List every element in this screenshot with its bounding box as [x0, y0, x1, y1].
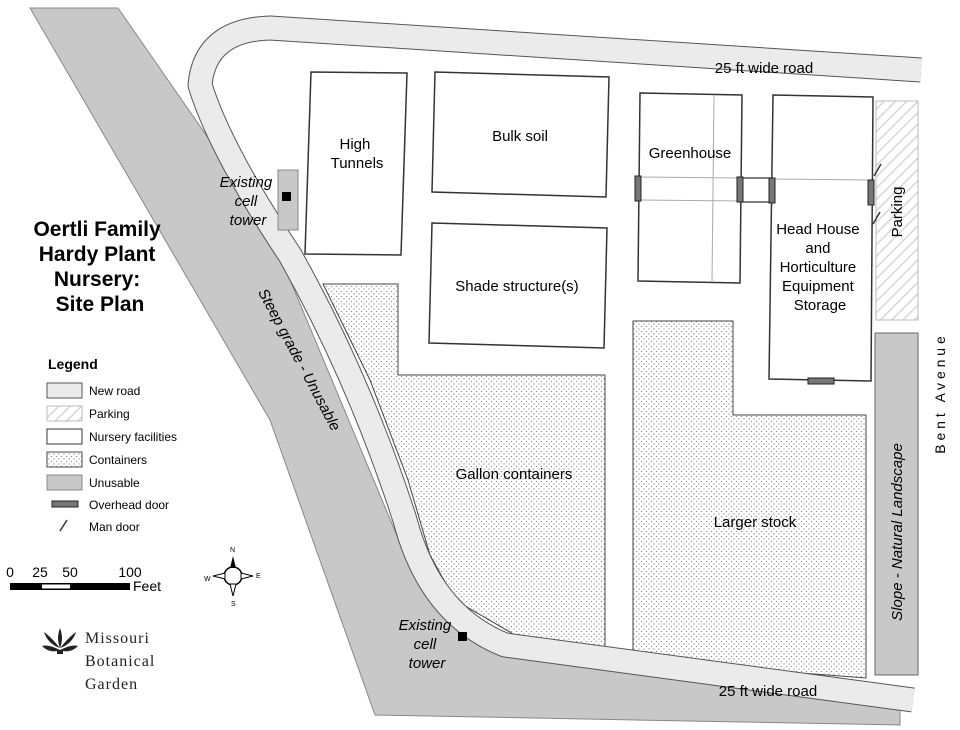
compass-s: S [231, 601, 236, 608]
legend-swatch-containers [46, 451, 83, 468]
compass-w: W [204, 576, 211, 583]
legend-heading: Legend [48, 356, 98, 372]
legend-swatch-facilities [46, 428, 83, 445]
bottom-road-label: 25 ft wide road [719, 683, 817, 700]
lower-tower-line3: tower [409, 655, 447, 672]
scale-tick-25: 25 [32, 564, 48, 580]
legend-swatch-overhead-door [51, 500, 79, 508]
upper-tower-line1: Existing [220, 174, 273, 191]
title-line1: Oertli Family [33, 218, 161, 241]
bent-avenue-label: B e n t A v e n u e [932, 336, 948, 454]
shade-structure-building [428, 222, 608, 349]
head-house-line4: Equipment [782, 278, 855, 295]
legend-label-road: New road [89, 384, 140, 398]
cell-tower-lower-marker [458, 632, 467, 641]
legend-label-overhead-door: Overhead door [89, 498, 169, 512]
lower-tower-label: Existing cell tower [399, 617, 456, 672]
head-house-label: Head House and Horticulture Equipment St… [776, 221, 864, 314]
head-house-line1: Head House [776, 221, 859, 238]
cell-tower-upper-marker [282, 192, 291, 201]
high-tunnels-building [304, 71, 408, 256]
head-house-line2: and [805, 240, 830, 257]
legend-label-unusable: Unusable [89, 476, 140, 490]
top-road-label: 25 ft wide road [715, 60, 813, 77]
map-title: Oertli Family Hardy Plant Nursery: Site … [33, 218, 166, 316]
greenhouse-label: Greenhouse [649, 145, 732, 162]
legend-swatch-man-door [59, 519, 68, 532]
scale-unit: Feet [133, 578, 161, 594]
north-arrow-icon: N S E W [204, 547, 261, 608]
logo-line2: Botanical [85, 653, 155, 670]
head-house-line3: Horticulture [780, 259, 857, 276]
head-house-building [768, 94, 874, 382]
parking-area [875, 100, 919, 321]
corridor [740, 177, 773, 203]
greenhouse-building [637, 92, 743, 284]
legend-swatch-road [46, 382, 83, 399]
legend-label-containers: Containers [89, 453, 147, 467]
man-doors [872, 163, 882, 225]
bulk-soil-label: Bulk soil [492, 128, 548, 145]
scale-bar: 0 25 50 100 Feet [6, 564, 161, 594]
overhead-doors [634, 175, 875, 385]
legend-label-man-door: Man door [89, 520, 140, 534]
upper-tower-line3: tower [230, 212, 268, 229]
upper-tower-line2: cell [235, 193, 258, 210]
high-tunnels-line2: Tunnels [331, 155, 384, 172]
compass-e: E [256, 573, 261, 580]
legend: Legend New road Parking Nursery faciliti… [46, 356, 177, 534]
scale-tick-100: 100 [118, 564, 142, 580]
high-tunnels-label: High Tunnels [331, 136, 384, 172]
high-tunnels-line1: High [339, 136, 370, 153]
legend-label-parking: Parking [89, 407, 130, 421]
bulk-soil-building [431, 71, 610, 198]
gallon-containers-label: Gallon containers [456, 466, 573, 483]
botanical-garden-logo-icon [42, 628, 78, 654]
lower-tower-line1: Existing [399, 617, 452, 634]
shade-structure-label: Shade structure(s) [455, 278, 578, 295]
legend-swatch-unusable [46, 474, 83, 491]
new-road [188, 16, 922, 712]
larger-stock-label: Larger stock [714, 514, 797, 531]
title-line3: Nursery: [54, 268, 140, 291]
compass-n: N [230, 547, 235, 554]
scale-tick-0: 0 [6, 564, 14, 580]
lower-tower-line2: cell [414, 636, 437, 653]
parking-label: Parking [889, 187, 906, 238]
slope-label: Slope - Natural Landscape [889, 443, 906, 621]
logo-line3: Garden [85, 676, 138, 693]
legend-label-facilities: Nursery facilities [89, 430, 177, 444]
head-house-line5: Storage [794, 297, 847, 314]
logo-line1: Missouri [85, 630, 150, 647]
botanical-garden-logo: Missouri Botanical Garden [42, 628, 155, 693]
scale-tick-50: 50 [62, 564, 78, 580]
legend-swatch-parking [46, 405, 83, 422]
title-line4: Site Plan [56, 293, 145, 316]
upper-tower-label: Existing cell tower [220, 174, 277, 229]
slope-area [874, 332, 919, 676]
title-line2: Hardy Plant [39, 243, 156, 266]
